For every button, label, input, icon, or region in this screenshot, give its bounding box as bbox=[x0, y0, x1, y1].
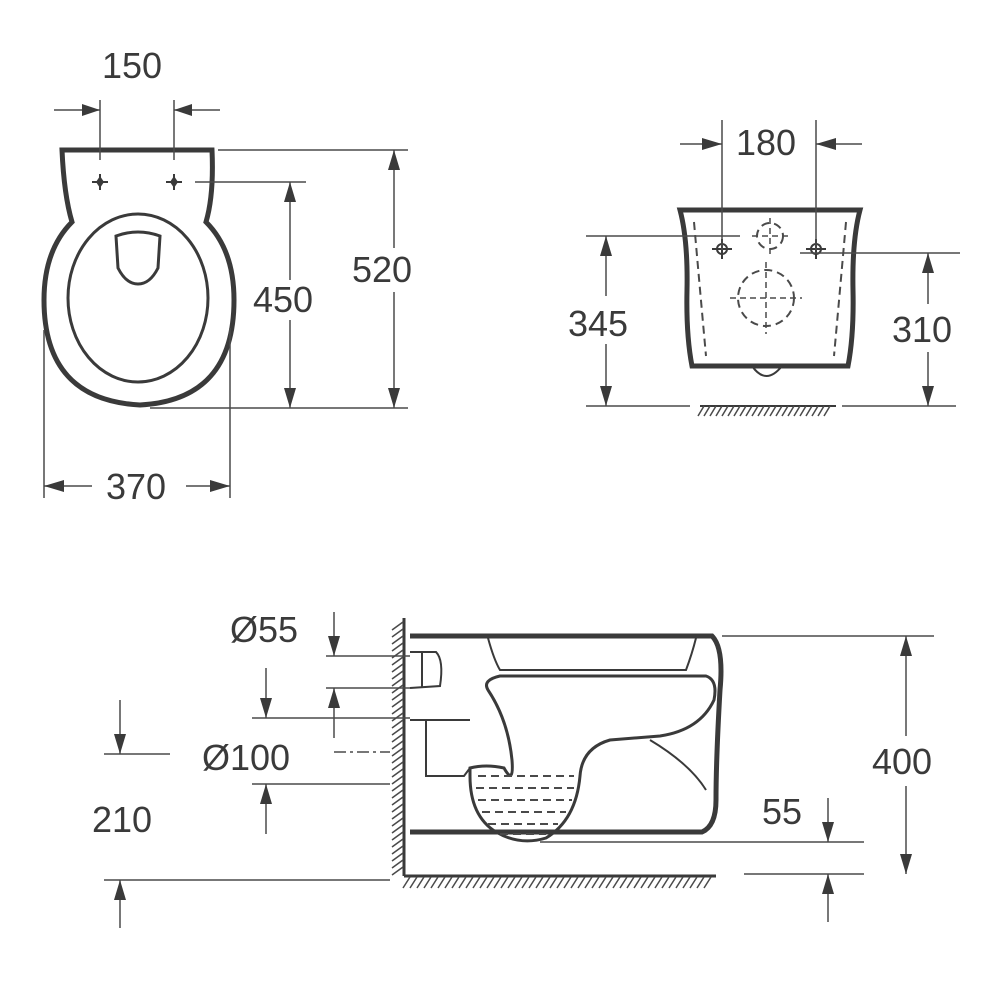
dim-outlet-height: 210 bbox=[92, 799, 152, 840]
dim-outlet: Ø100 bbox=[202, 737, 290, 778]
mount-hole-right bbox=[166, 174, 182, 190]
dim-rear-fix-height-left: 345 bbox=[568, 303, 628, 344]
rear-floor-hatch bbox=[697, 405, 831, 417]
dim-bottom-gap: 55 bbox=[762, 791, 802, 832]
outlet-bottom bbox=[751, 365, 783, 377]
water-lines bbox=[476, 775, 574, 835]
dim-top-fix-to-front: 450 bbox=[253, 279, 313, 320]
side-view: Ø55 Ø100 210 55 400 bbox=[92, 609, 934, 928]
toilet-top-outline bbox=[41, 147, 237, 408]
floor-hatch bbox=[402, 876, 712, 889]
mount-hole-left bbox=[92, 174, 108, 190]
inlet-connector bbox=[409, 651, 443, 689]
bowl-rim bbox=[66, 212, 210, 384]
bowl-opening bbox=[114, 230, 162, 286]
dim-water-inlet: Ø55 bbox=[230, 609, 298, 650]
dim-top-length: 520 bbox=[352, 249, 412, 290]
bowl-profile bbox=[468, 674, 717, 843]
rear-view: 180 345 310 bbox=[568, 120, 960, 417]
top-view: 150 450 520 370 bbox=[41, 45, 412, 507]
dim-height: 400 bbox=[872, 741, 932, 782]
outlet-connector bbox=[410, 719, 471, 777]
dim-rear-fix-height-right: 310 bbox=[892, 309, 952, 350]
dim-top-mount-spacing: 150 bbox=[102, 45, 162, 86]
wall-hatch bbox=[391, 621, 404, 876]
dim-rear-mount-spacing: 180 bbox=[736, 122, 796, 163]
dim-top-width: 370 bbox=[106, 466, 166, 507]
